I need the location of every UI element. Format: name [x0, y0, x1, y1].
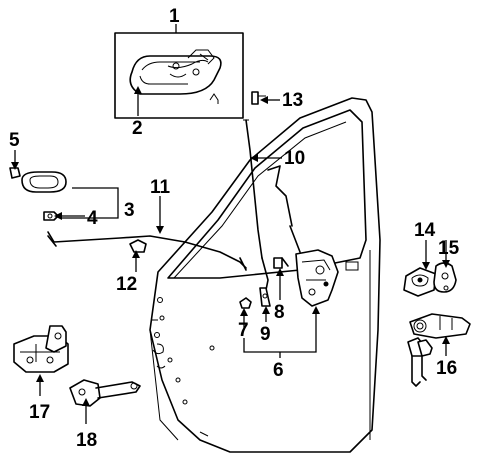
callout-18: 18: [76, 430, 97, 451]
callout-5: 5: [9, 130, 20, 151]
lock-cylinder-16: [407, 313, 471, 387]
callout-1: 1: [169, 6, 180, 27]
callout-10: 10: [284, 148, 305, 169]
callout-6: 6: [273, 360, 284, 381]
callout-3: 3: [124, 200, 135, 221]
callout-14: 14: [414, 220, 436, 241]
callout-15: 15: [438, 238, 460, 259]
callout-8: 8: [274, 302, 285, 323]
door-hinge-17: [13, 325, 69, 373]
callout-12: 12: [116, 274, 137, 295]
clip-7: [239, 297, 252, 309]
door-latch: [295, 249, 359, 307]
clip-4: [43, 211, 59, 221]
callout-17: 17: [29, 402, 50, 423]
callout-7: 7: [238, 320, 249, 341]
outside-handle-assembly: [114, 32, 244, 119]
link-9: [259, 287, 271, 307]
door-check-18: [69, 379, 141, 407]
clip-12: [129, 239, 147, 253]
clip-8: [273, 257, 283, 269]
door-panel: [149, 97, 381, 453]
lock-rod-10: [243, 119, 293, 259]
inside-handle-rod-11: [47, 231, 247, 271]
callout-13: 13: [282, 90, 303, 111]
callout-2: 2: [132, 118, 143, 139]
striker-14: [403, 267, 437, 297]
rod-clip-13: [251, 91, 266, 105]
striker-plate-15: [433, 262, 457, 293]
leader-lines: [11, 24, 450, 424]
callout-16: 16: [436, 358, 457, 379]
callout-11: 11: [150, 177, 171, 198]
callout-4: 4: [87, 208, 98, 229]
inside-handle-3: [21, 171, 67, 193]
callout-labels: 1 2 3 4 5 6 7 8 9 10 11 12 13 14 15 16 1…: [9, 6, 460, 451]
callout-9: 9: [260, 324, 271, 345]
